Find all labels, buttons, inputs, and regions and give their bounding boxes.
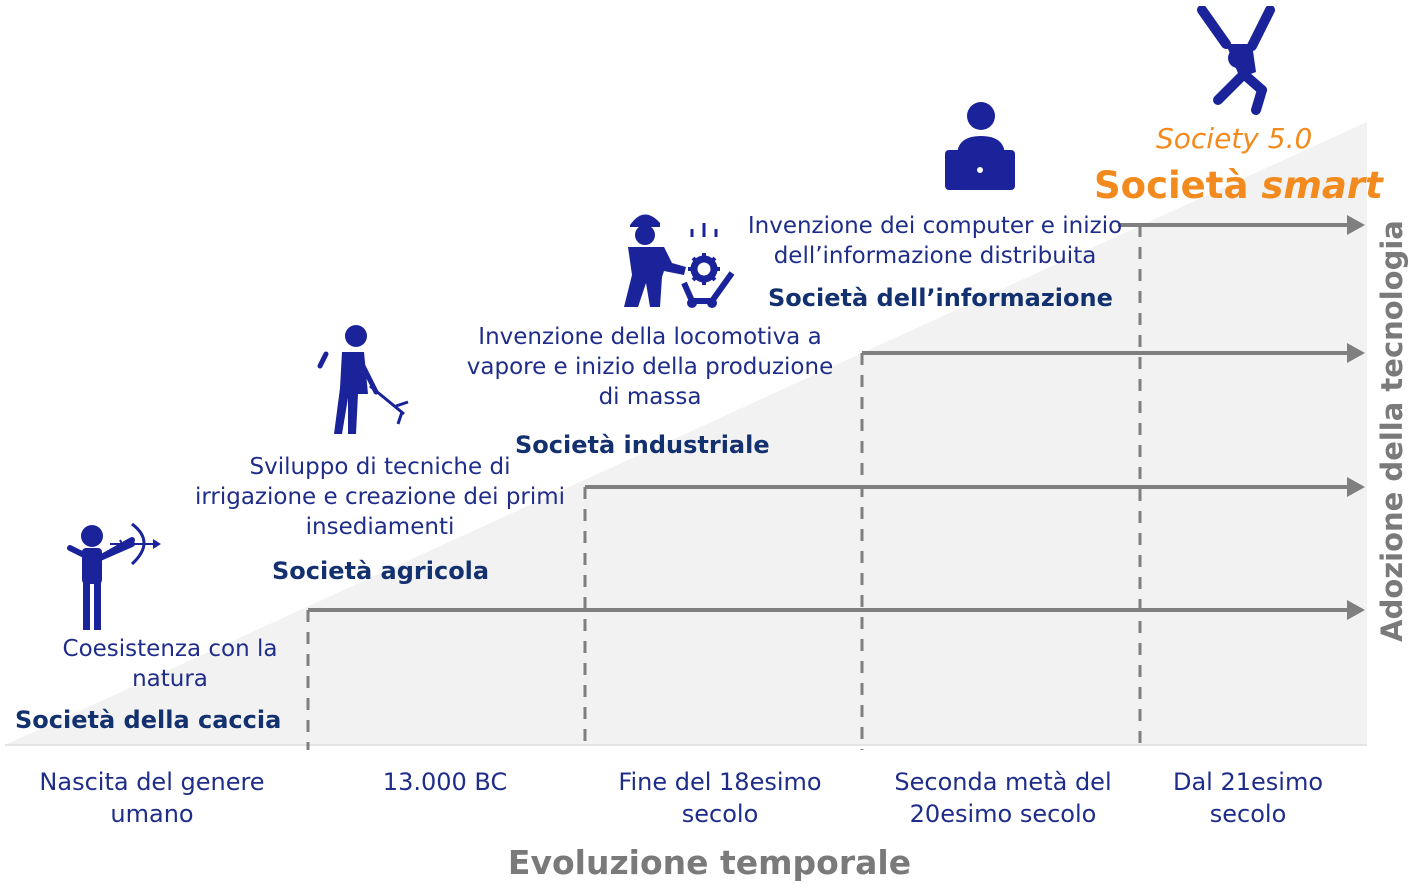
level-arrows [308,215,1365,620]
smart-name-prefix: Società [1094,164,1262,207]
x-axis-title: Evoluzione temporale [507,843,912,882]
period-label: Nascita del genere umano [17,766,287,830]
period-label: Seconda metà del 20esimo secolo [868,766,1138,830]
period-line: 13.000 BC [382,768,508,796]
archer-icon [67,522,161,630]
stage-description: Invenzione della locomotiva a vapore e i… [440,322,860,412]
description-line: dell’informazione distribuita [773,243,1097,269]
arrowhead-level-4 [1347,215,1365,235]
industrial-worker-icon [624,214,735,308]
period-line: 20esimo secolo [909,800,1097,828]
y-axis-title: Adozione della tecnologia [1375,220,1409,642]
stage-description: Sviluppo di tecniche di irrigazione e cr… [170,452,590,542]
period-line: Seconda metà del [894,768,1112,796]
description-line: Sviluppo di tecniche di [249,454,511,480]
period-line: umano [110,800,194,828]
smart-society-subtitle: Society 5.0 [1156,122,1313,155]
description-line: Coesistenza con la [62,636,278,662]
period-line: secolo [681,800,759,828]
stage-name: Società della caccia [15,706,282,734]
farmer-hoe-icon [317,325,409,434]
stage-description: Invenzione dei computer e inizio dell’in… [735,211,1135,271]
arrowhead-level-3 [1347,343,1365,363]
period-label: 13.000 BC [320,766,570,798]
period-label: Fine del 18esimo secolo [590,766,850,830]
period-line: Dal 21esimo [1172,768,1324,796]
period-line: Nascita del genere [39,768,265,796]
period-label: Dal 21esimo secolo [1148,766,1348,830]
description-line: Invenzione dei computer e inizio [747,213,1123,239]
arrowhead-level-2 [1347,477,1365,497]
jumping-person-icon [1197,6,1275,115]
period-line: secolo [1209,800,1287,828]
description-line: di massa [598,384,702,410]
stage-name: Società dell’informazione [768,284,1113,312]
description-line: Invenzione della locomotiva a [478,324,822,350]
description-line: insediamenti [305,514,455,540]
computer-user-icon [945,102,1015,190]
smart-name-emphasis: smart [1261,164,1383,207]
description-line: vapore e inizio della produzione [466,354,834,380]
arrowhead-level-1 [1347,600,1365,620]
period-line: Fine del 18esimo [618,768,822,796]
stage-description: Coesistenza con la natura [30,634,310,694]
technology-wedge [5,122,1367,745]
description-line: natura [132,666,208,692]
stage-name: Società agricola [272,557,490,585]
period-dividers [306,225,1142,750]
smart-society-name: Società smart [1094,164,1383,207]
stage-name: Società industriale [515,431,770,459]
description-line: irrigazione e creazione dei primi [194,484,566,510]
